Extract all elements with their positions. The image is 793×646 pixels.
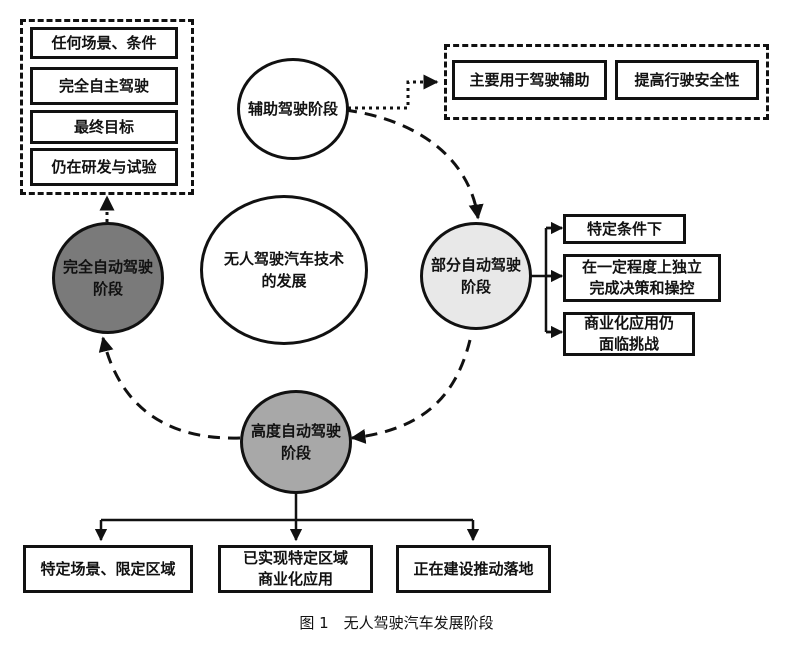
partial-bracket	[530, 226, 562, 334]
dotted-link-assist-notes	[348, 74, 439, 110]
assist-note-box: 提高行驶安全性	[615, 60, 759, 100]
full-note-box: 最终目标	[30, 110, 178, 144]
arrow-partial-to-high	[350, 339, 472, 444]
partial-note-line2: 面临挑战	[598, 335, 659, 353]
high-note-text: 特定场景、限定区域	[40, 559, 176, 578]
stage-full: 完全自动驾驶阶段	[52, 222, 164, 334]
high-note-line2: 商业化应用	[257, 570, 333, 588]
high-note-line1: 已实现特定区域	[242, 549, 348, 567]
arrow-assist-to-partial	[344, 108, 484, 220]
stage-partial: 部分自动驾驶阶段	[420, 222, 532, 330]
stage-high: 高度自动驾驶阶段	[240, 390, 352, 494]
stage-partial-line1: 部分自动驾驶	[430, 256, 521, 274]
full-notes-group	[20, 19, 194, 195]
full-note-text: 完全自主驾驶	[58, 76, 149, 95]
full-note-box: 完全自主驾驶	[30, 67, 178, 105]
assist-note-text: 主要用于驾驶辅助	[469, 70, 590, 89]
full-note-text: 任何场景、条件	[51, 33, 157, 52]
full-note-box: 任何场景、条件	[30, 27, 178, 59]
stage-full-line2: 阶段	[92, 280, 123, 298]
high-tree-lines	[101, 492, 473, 522]
partial-note-box: 商业化应用仍面临挑战	[563, 312, 695, 356]
partial-note-line1: 在一定程度上独立	[581, 258, 702, 276]
high-note-text: 正在建设推动落地	[413, 559, 534, 578]
stage-high-line1: 高度自动驾驶	[250, 422, 341, 440]
stage-high-line2: 阶段	[280, 444, 311, 462]
stage-full-line1: 完全自动驾驶	[62, 258, 153, 276]
partial-note-box: 在一定程度上独立完成决策和操控	[563, 254, 721, 302]
center-title-line1: 无人驾驶汽车技术	[223, 250, 344, 268]
high-note-box: 正在建设推动落地	[396, 545, 551, 593]
figure-caption: 图 1 无人驾驶汽车发展阶段	[299, 614, 494, 632]
full-note-box: 仍在研发与试验	[30, 148, 178, 186]
full-note-text: 仍在研发与试验	[51, 157, 157, 176]
full-note-text: 最终目标	[73, 117, 134, 136]
assist-note-text: 提高行驶安全性	[634, 70, 740, 89]
arrow-high-to-full	[98, 336, 241, 440]
center-title-line2: 的发展	[261, 272, 307, 290]
high-note-box: 特定场景、限定区域	[23, 545, 193, 593]
stage-assist-label: 辅助驾驶阶段	[247, 100, 338, 118]
stage-assist: 辅助驾驶阶段	[237, 58, 349, 160]
partial-note-box: 特定条件下	[563, 214, 686, 244]
center-topic: 无人驾驶汽车技术的发展	[200, 195, 368, 345]
partial-note-text: 特定条件下	[586, 219, 662, 238]
partial-note-line1: 商业化应用仍	[583, 314, 674, 332]
stage-partial-line2: 阶段	[460, 278, 491, 296]
high-note-box: 已实现特定区域商业化应用	[218, 545, 373, 593]
assist-notes-group	[444, 44, 769, 120]
assist-note-box: 主要用于驾驶辅助	[452, 60, 607, 100]
partial-note-line2: 完成决策和操控	[589, 279, 695, 297]
